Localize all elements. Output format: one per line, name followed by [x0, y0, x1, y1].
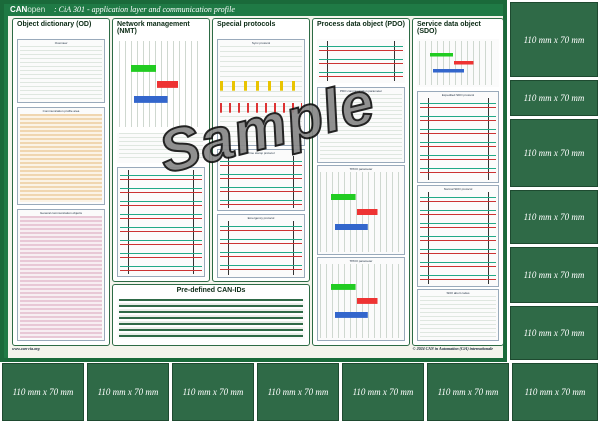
- subbox-expedited-sdo: Expedited SDO protocol: [417, 91, 499, 183]
- poster-sheet: CANopen : CiA 301 - application layer an…: [0, 0, 507, 362]
- ad-slot: 110 mm x 70 mm: [172, 363, 254, 421]
- section-title: Special protocols: [217, 21, 276, 28]
- poster-content: CANopen : CiA 301 - application layer an…: [4, 4, 504, 358]
- nmt-state-diagram: [117, 39, 205, 129]
- section-pdo: Process data object (PDO) PDO communicat…: [312, 18, 410, 346]
- poster-header: CANopen : CiA 301 - application layer an…: [4, 4, 503, 16]
- ad-slot: 110 mm x 70 mm: [510, 306, 598, 360]
- nmt-messages: [117, 167, 205, 277]
- section-nmt: Network management (NMT): [112, 18, 210, 282]
- subbox-sync-protocol: Sync protocol: [217, 39, 305, 146]
- ad-slot: 110 mm x 70 mm: [512, 363, 598, 421]
- section-sdo: Service data object (SDO) Expedited SDO …: [412, 18, 504, 346]
- section-special-protocols: Special protocols Sync protocol Time sta…: [212, 18, 310, 282]
- copyright-notice: © 2024 CAN in Automation (CiA) internati…: [412, 346, 493, 351]
- subbox-emergency: Emergency protocol: [217, 214, 305, 278]
- subbox-normal-sdo: Normal SDO protocol: [417, 185, 499, 287]
- pdo-diagram: [317, 39, 405, 83]
- canopen-logo: CANopen: [10, 5, 46, 14]
- ad-slot: 110 mm x 70 mm: [2, 363, 84, 421]
- ad-slot: 110 mm x 70 mm: [510, 119, 598, 187]
- section-predefined-can-ids: Pre-defined CAN-IDs: [112, 284, 310, 346]
- section-title: Network management (NMT): [117, 21, 190, 35]
- section-title: Service data object (SDO): [417, 21, 481, 35]
- section-title: Process data object (PDO): [317, 21, 405, 28]
- ad-slot: 110 mm x 70 mm: [510, 2, 598, 77]
- section-title: Pre-defined CAN-IDs: [176, 287, 246, 294]
- poster-title: : CiA 301 - application layer and commun…: [54, 5, 235, 14]
- ad-slot: 110 mm x 70 mm: [342, 363, 424, 421]
- subbox-overview: Overview: [17, 39, 105, 103]
- ad-slot: 110 mm x 70 mm: [87, 363, 169, 421]
- subbox-tpdo-parameter-2: TPDO parameter: [317, 257, 405, 341]
- subbox-pdo-comm-param: PDO communication parameter: [317, 87, 405, 163]
- subbox-communication-profile: Communication profile area: [17, 107, 105, 205]
- ad-slot: 110 mm x 70 mm: [510, 247, 598, 303]
- side-strip: [4, 16, 8, 358]
- subbox-tpdo-parameter-1: TPDO parameter: [317, 165, 405, 255]
- ad-slot: 110 mm x 70 mm: [510, 80, 598, 116]
- subbox-general-objects: General communication objects: [17, 209, 105, 341]
- website-link[interactable]: www.can-cia.org: [12, 346, 40, 351]
- ad-slot: 110 mm x 70 mm: [427, 363, 509, 421]
- subbox-sdo-abort-codes: SDO abort codes: [417, 289, 499, 341]
- section-title: Object dictionary (OD): [17, 21, 92, 28]
- section-object-dictionary: Object dictionary (OD) Overview Communic…: [12, 18, 110, 346]
- can-id-table: [117, 299, 305, 339]
- ad-slot: 110 mm x 70 mm: [257, 363, 339, 421]
- sdo-diagram: [417, 39, 499, 87]
- subbox-time-stamp: Time stamp protocol: [217, 149, 305, 211]
- nmt-text: [117, 133, 205, 163]
- ad-slot: 110 mm x 70 mm: [510, 190, 598, 244]
